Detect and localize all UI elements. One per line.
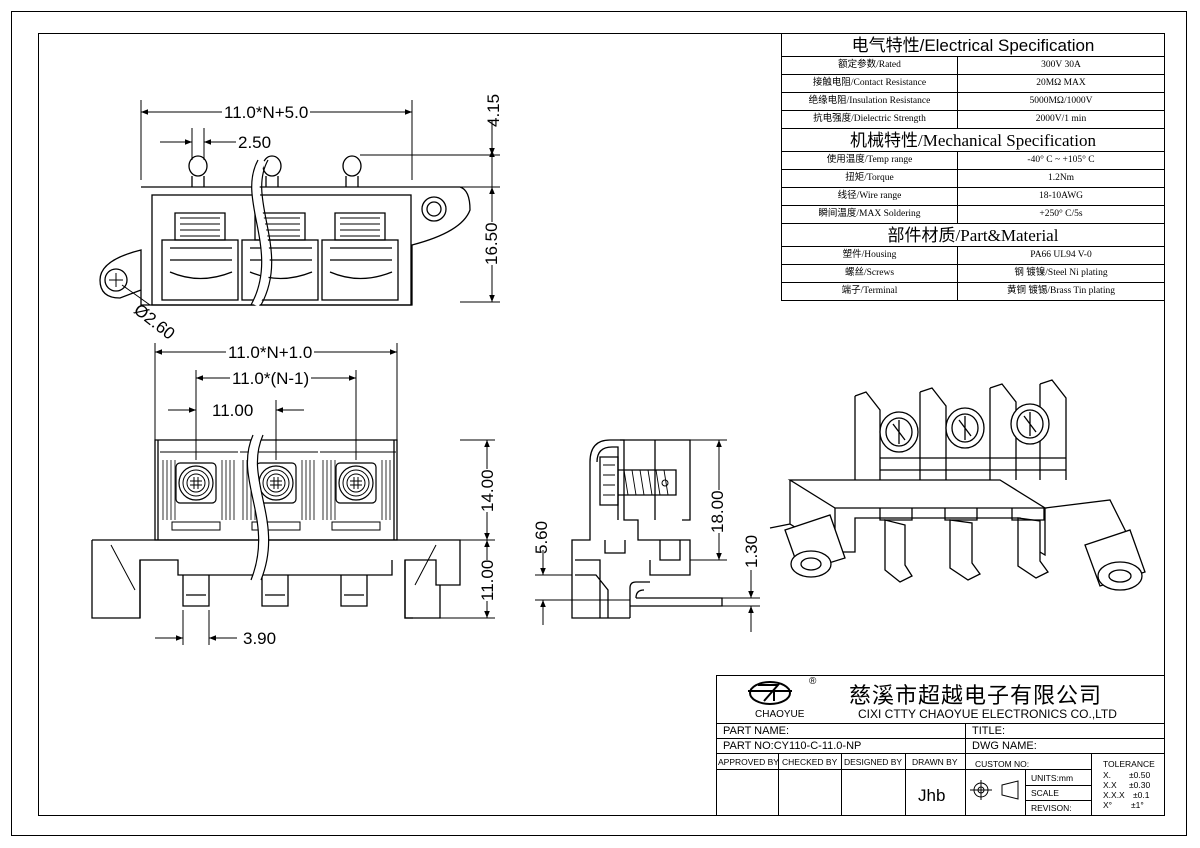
projection-symbol-icon	[970, 780, 1019, 800]
top-view	[99, 155, 471, 307]
drawn-by-value: Jhb	[918, 786, 946, 805]
registered-mark: ®	[809, 676, 817, 687]
dim-side-pin: 1.30	[742, 534, 761, 568]
specification-table: 电气特性/Electrical Specification 额定参数/Rated…	[781, 33, 1165, 301]
front-view-dimensions	[154, 343, 495, 645]
units-label: UNITS:mm	[1031, 773, 1074, 783]
company-name-en: CIXI CTTY CHAOYUE ELECTRONICS CO.,LTD	[858, 707, 1117, 721]
inner-frame	[38, 33, 1165, 816]
dim-pin-height: 4.15	[484, 93, 503, 127]
dim-top-width: 11.0*N+5.0	[222, 103, 311, 123]
title-block: 慈溪市超越电子有限公司 CIXI CTTY CHAOYUE ELECTRONIC…	[716, 675, 1165, 816]
top-view-dimensions	[121, 100, 500, 306]
revision-label: REVISON:	[1031, 803, 1072, 813]
tolerance-key: X°	[1103, 800, 1113, 810]
tolerance-key: X.X.X	[1103, 790, 1125, 800]
part-number: PART NO:CY110-C-11.0-NP	[723, 740, 862, 752]
side-view-dimensions	[535, 439, 760, 632]
dim-pitch: 11.00	[212, 401, 254, 420]
tolerance-value: ±0.1	[1133, 790, 1150, 800]
tolerance-label: TOLERANCE	[1103, 759, 1155, 769]
front-view	[91, 433, 461, 619]
tolerance-value: ±1°	[1131, 800, 1144, 810]
dwg-name-label: DWG NAME:	[972, 740, 1037, 752]
drawn-by-label: DRAWN BY	[912, 757, 958, 767]
tolerance-value: ±0.50	[1129, 770, 1151, 780]
material-spec-title: 部件材质/Part&Material	[781, 223, 1165, 247]
approved-by-label: APPROVED BY	[718, 757, 779, 767]
isometric-view	[769, 379, 1146, 591]
spec-value: 黄铜 镀锡/Brass Tin plating	[957, 282, 1165, 301]
dim-front-width: 11.0*N+1.0	[226, 343, 315, 363]
tolerance-key: X.X	[1103, 780, 1117, 790]
dim-lower-height: 11.00	[478, 559, 498, 601]
dim-pin-thickness: 3.90	[243, 629, 277, 648]
electrical-spec-title: 电气特性/Electrical Specification	[781, 33, 1165, 57]
checked-by-label: CHECKED BY	[782, 757, 838, 767]
dim-pin-width: 2.50	[238, 133, 272, 152]
chaoyue-logo	[748, 681, 792, 705]
title-label: TITLE:	[972, 725, 1006, 737]
dim-body-height: 16.50	[482, 222, 502, 265]
tolerance-key: X.	[1103, 770, 1112, 780]
designed-by-label: DESIGNED BY	[844, 757, 903, 767]
side-view	[571, 439, 723, 619]
dim-pitch-span: 11.0*(N-1)	[230, 369, 312, 389]
outer-frame	[11, 11, 1187, 836]
part-name-label: PART NAME:	[723, 725, 790, 737]
tolerance-value: ±0.30	[1129, 780, 1151, 790]
dim-side-height: 18.00	[708, 490, 728, 533]
custom-no-label: CUSTOM NO:	[975, 759, 1030, 769]
scale-label: SCALE	[1031, 788, 1059, 798]
brand-name: CHAOYUE	[755, 709, 805, 720]
mechanical-spec-title: 机械特性/Mechanical Specification	[781, 128, 1165, 152]
dim-upper-height: 14.00	[478, 469, 498, 512]
dim-side-offset: 5.60	[532, 520, 551, 554]
company-name-cn: 慈溪市超越电子有限公司	[849, 683, 1103, 708]
